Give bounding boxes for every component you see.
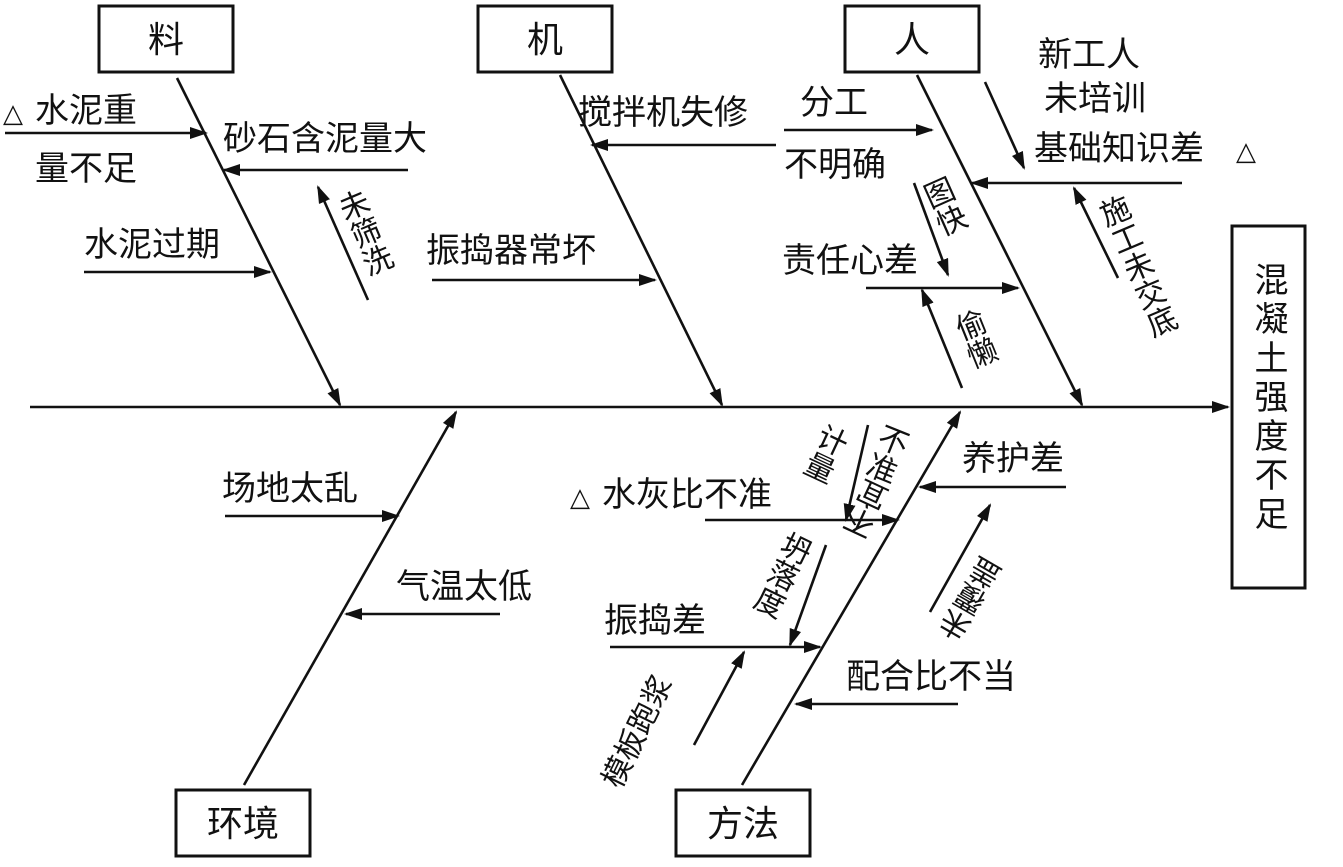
arrow-not-sieved [316, 185, 370, 301]
label-cement-expired: 水泥过期 [84, 225, 220, 265]
label-division-2: 不明确 [784, 145, 886, 185]
effect-label: 混凝土强度不足 [1248, 262, 1288, 535]
label-low-temp: 气温太低 [396, 567, 532, 607]
arrow-metering [843, 424, 870, 522]
label-mix-ratio: 配合比不当 [846, 657, 1016, 697]
box-people [843, 4, 981, 74]
label-formwork: 模板跑浆 [596, 670, 680, 793]
label-site-messy: 场地太乱 [222, 469, 358, 509]
label-new-workers-1: 新工人 [1038, 35, 1140, 75]
label-cement-weight-1: 水泥重 [35, 91, 137, 131]
arrow-new-workers [983, 81, 1026, 170]
label-vibrator: 振捣器常坏 [426, 231, 596, 271]
arrow-no-briefing [1072, 186, 1120, 279]
label-curing: 养护差 [962, 439, 1064, 479]
arrow-slump [788, 544, 828, 647]
label-not-covered: 未覆盖 [935, 553, 1010, 648]
label-slump-1: 坍落度 [745, 525, 816, 622]
label-environment: 环境 [207, 804, 279, 845]
label-basic-knowledge: 基础知识差 [1034, 129, 1204, 169]
label-cement-weight-2: 量不足 [35, 149, 137, 189]
marker-cement: △ [3, 99, 23, 129]
bone-machine [558, 74, 724, 407]
box-method [674, 788, 812, 858]
arrow-formwork [692, 650, 746, 746]
label-new-workers-2: 未培训 [1044, 79, 1146, 119]
label-division-1: 分工 [800, 83, 868, 123]
box-machine [476, 4, 614, 74]
marker-knowledge: △ [1236, 137, 1256, 167]
label-no-briefing: 施工未交底 [1090, 191, 1182, 344]
marker-wc: △ [570, 483, 590, 513]
box-environment [174, 788, 312, 858]
label-lazy: 偷懒 [946, 305, 1002, 374]
label-material: 料 [148, 20, 184, 61]
bone-people [915, 74, 1084, 407]
arrow-rush [912, 182, 950, 277]
arrow-lazy [920, 288, 964, 389]
bone-environment [242, 410, 458, 786]
label-people: 人 [894, 20, 930, 61]
label-metering: 计量 [795, 418, 852, 487]
label-method: 方法 [707, 804, 779, 845]
box-effect [1230, 224, 1307, 590]
box-material [97, 4, 235, 74]
label-machine: 机 [527, 20, 563, 61]
label-rush: 图快 [914, 172, 971, 242]
label-sand-mud: 砂石含泥量大 [223, 119, 427, 159]
label-responsibility: 责任心差 [782, 241, 918, 281]
label-wc-ratio: 水灰比不准 [602, 475, 772, 515]
arrow-not-covered [928, 503, 992, 613]
bone-method [740, 410, 962, 786]
label-vibration: 振捣差 [604, 601, 706, 641]
label-mixer: 搅拌机失修 [578, 93, 748, 133]
